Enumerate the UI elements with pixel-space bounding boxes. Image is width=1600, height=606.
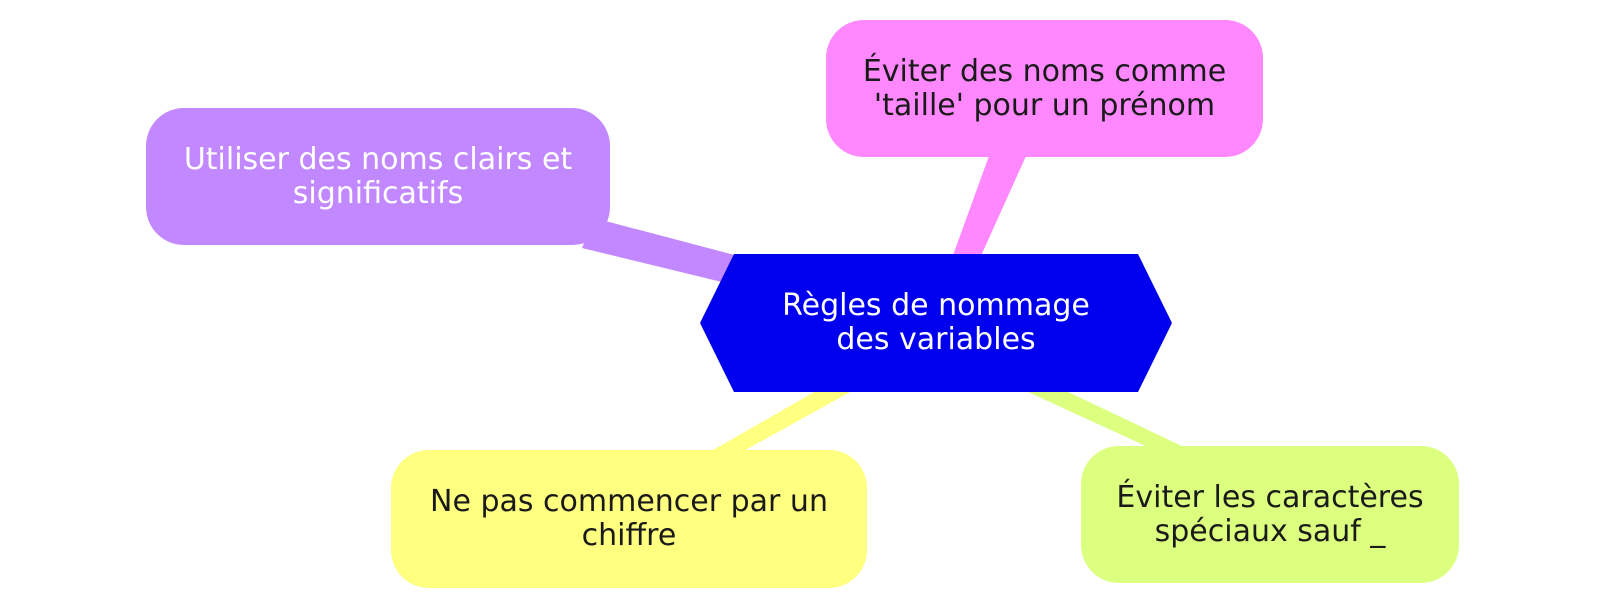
central-node-label: Règles de nommage des variables <box>782 288 1090 357</box>
connector-bottom-left <box>708 391 852 453</box>
branch-node-clear-names[interactable]: Utiliser des noms clairs et significatif… <box>146 108 610 245</box>
connector-top-right <box>952 156 1026 258</box>
central-node-shape <box>700 254 1172 392</box>
branch-node-no-leading-digit[interactable]: Ne pas commencer par un chiffre <box>391 450 867 588</box>
connector-bottom-right <box>1026 391 1186 448</box>
branch-node-label: Ne pas commencer par un chiffre <box>430 484 828 553</box>
branch-node-label: Utiliser des noms clairs et significatif… <box>183 141 573 211</box>
branch-node-avoid-names[interactable]: Éviter des noms comme 'taille' pour un p… <box>826 20 1263 157</box>
branch-node-label: Éviter des noms comme 'taille' pour un p… <box>862 53 1227 123</box>
central-node[interactable]: Règles de nommage des variables <box>700 254 1172 392</box>
branch-node-no-special-chars[interactable]: Éviter les caractères spéciaux sauf _ <box>1081 446 1459 583</box>
connector-top-left <box>582 218 742 284</box>
branch-node-label: Éviter les caractères spéciaux sauf _ <box>1116 479 1424 549</box>
